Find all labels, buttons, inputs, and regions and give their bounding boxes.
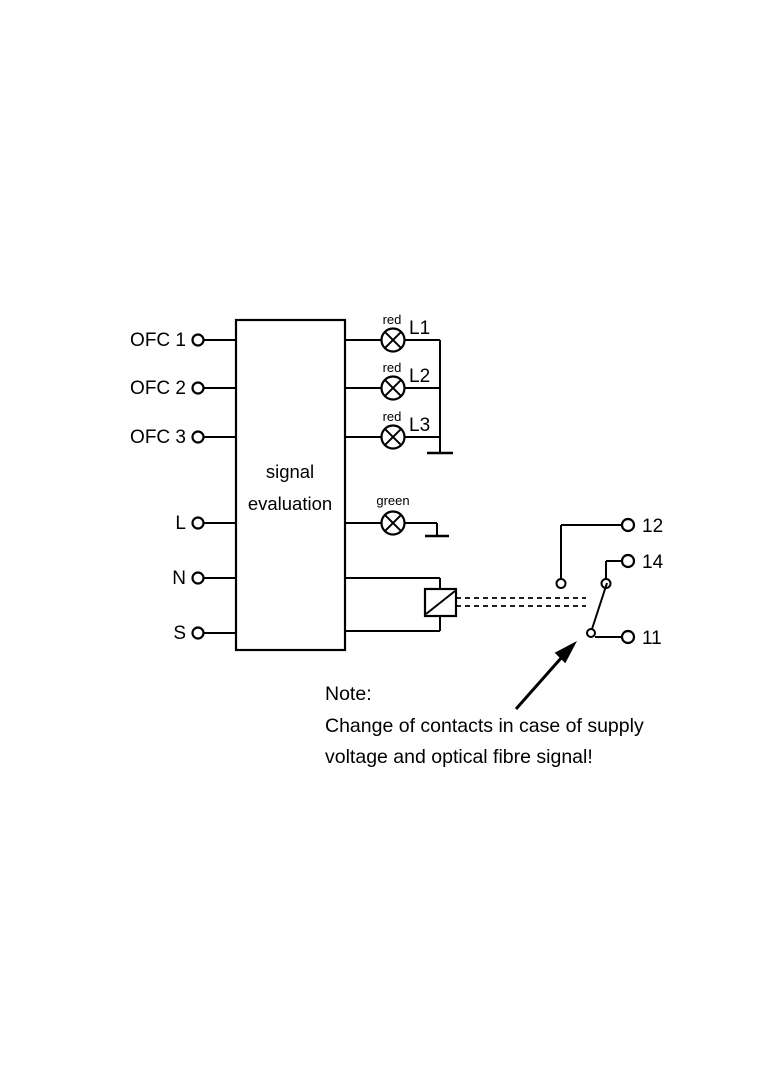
input-terminal-icon xyxy=(191,626,205,640)
input-row-ofc1: OFC 1 xyxy=(130,330,236,351)
lamp-color-label: red xyxy=(383,312,402,327)
signal-evaluation-box xyxy=(234,318,347,652)
lamp-name-label: L2 xyxy=(409,366,430,387)
contact-terminal-icon xyxy=(620,629,636,645)
lamp-name-label: L1 xyxy=(409,318,430,339)
lamp-row-l1: red L1 xyxy=(345,312,440,353)
contact-row-14: 14 xyxy=(600,552,664,589)
relay-coil-circuit xyxy=(345,577,458,632)
input-label: OFC 1 xyxy=(130,330,186,351)
lamp-color-label: green xyxy=(376,493,409,508)
lamp-color-label: red xyxy=(383,360,402,375)
contact-point-icon xyxy=(555,578,567,589)
relay-coil-diagonal xyxy=(425,590,456,615)
switch-arm xyxy=(591,582,608,630)
arrow-shaft xyxy=(514,656,564,710)
note-title: Note: xyxy=(325,683,372,705)
note-line2: voltage and optical fibre signal! xyxy=(325,746,593,768)
input-label: S xyxy=(173,623,186,644)
note-arrow xyxy=(514,641,577,710)
input-label: N xyxy=(172,568,186,589)
input-row-ofc3: OFC 3 xyxy=(130,427,236,448)
lamp-name-label: L3 xyxy=(409,415,430,436)
box-label-line1: signal xyxy=(266,461,314,482)
lamp-common-return xyxy=(427,340,453,455)
contact-label: 12 xyxy=(642,516,663,537)
contact-row-12: 12 xyxy=(555,516,663,589)
lamp-x-icon xyxy=(384,379,402,397)
lamp-row-l2: red L2 xyxy=(345,360,440,401)
lamp-row-l3: red L3 xyxy=(345,409,440,450)
input-terminal-icon xyxy=(191,571,205,585)
box-label-line2: evaluation xyxy=(248,493,332,514)
note-block: Note: Change of contacts in case of supp… xyxy=(325,683,644,768)
signal-evaluation-block: signal evaluation xyxy=(234,318,347,652)
input-terminal-icon xyxy=(191,381,205,395)
arrow-head-icon xyxy=(554,641,577,664)
contact-label: 14 xyxy=(642,552,664,573)
switch-pivot-icon xyxy=(586,628,596,638)
lamp-x-icon xyxy=(384,331,402,349)
contact-terminal-icon xyxy=(620,553,636,569)
input-row-n: N xyxy=(172,568,236,589)
input-terminal-icon xyxy=(191,516,205,530)
input-terminal-icon xyxy=(191,430,205,444)
lamp-x-icon xyxy=(384,514,402,532)
input-label: OFC 2 xyxy=(130,378,186,399)
contact-row-11: 11 xyxy=(586,582,662,649)
input-row-s: S xyxy=(173,623,236,644)
input-row-l: L xyxy=(175,513,236,534)
lamp-x-icon xyxy=(384,428,402,446)
contact-label: 11 xyxy=(642,628,662,649)
input-terminal-icon xyxy=(191,333,205,347)
mechanical-coupling xyxy=(456,597,586,607)
lamp-row-green: green xyxy=(345,493,449,538)
input-row-ofc2: OFC 2 xyxy=(130,378,236,399)
input-label: L xyxy=(175,513,186,534)
lamp-color-label: red xyxy=(383,409,402,424)
contact-terminal-icon xyxy=(620,517,636,533)
input-label: OFC 3 xyxy=(130,427,186,448)
note-line1: Change of contacts in case of supply xyxy=(325,715,644,737)
